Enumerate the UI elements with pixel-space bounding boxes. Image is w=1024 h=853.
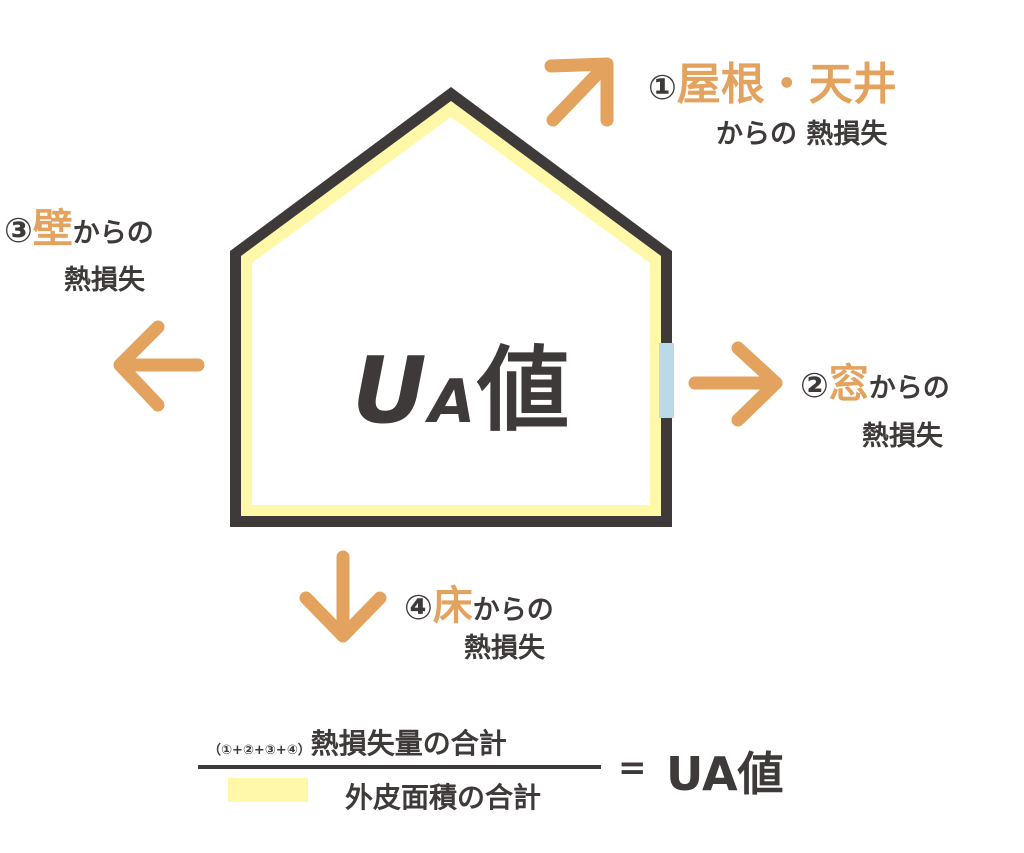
wall-name: 壁 — [32, 206, 73, 252]
window-pane — [659, 343, 674, 418]
window-suffix: からの — [868, 373, 950, 404]
formula-numerator: （①+②+③+④）熱損失量の合計 — [208, 722, 507, 762]
window-sub-label: 熱損失 — [862, 421, 943, 452]
floor-number: ④ — [404, 588, 433, 628]
floor-arrow-icon — [299, 550, 387, 643]
ua-value-label: UA値 — [352, 316, 571, 449]
floor-name: 床 — [432, 583, 473, 629]
wall-arrow-icon — [113, 320, 205, 412]
window-number: ② — [800, 366, 829, 406]
ua-kanji: 値 — [477, 337, 572, 444]
house-interior — [252, 117, 650, 505]
wall-sub-label: 熱損失 — [64, 265, 145, 296]
floor-heat-loss-label: ④床からの — [404, 573, 554, 631]
formula-denominator: 外皮面積の合計 — [345, 781, 542, 814]
wall-number: ③ — [4, 211, 33, 251]
fraction-bar — [198, 765, 601, 769]
window-name: 窓 — [828, 361, 869, 407]
roof-name: 屋根・天井 — [676, 59, 897, 110]
roof-arrow-icon — [544, 57, 614, 127]
wall-heat-loss-label: ③壁からの — [4, 196, 154, 254]
formula-numerator-prefix: （①+②+③+④） — [208, 743, 311, 758]
roof-number: ① — [648, 68, 677, 108]
formula-numerator-text: 熱損失量の合計 — [310, 727, 507, 760]
insulation-swatch — [228, 778, 308, 802]
wall-suffix: からの — [72, 218, 154, 249]
ua-u: U — [352, 337, 429, 444]
roof-heat-loss-label: ①屋根・天井 — [648, 48, 897, 112]
floor-suffix: からの — [472, 595, 554, 626]
roof-sub-label: からの 熱損失 — [716, 119, 888, 150]
floor-sub-label: 熱損失 — [464, 633, 545, 664]
formula-equals: = — [618, 748, 647, 788]
window-arrow-icon — [688, 341, 783, 427]
ua-a: A — [428, 367, 478, 437]
formula-result: UA値 — [666, 747, 784, 801]
window-heat-loss-label: ②窓からの — [800, 351, 950, 409]
